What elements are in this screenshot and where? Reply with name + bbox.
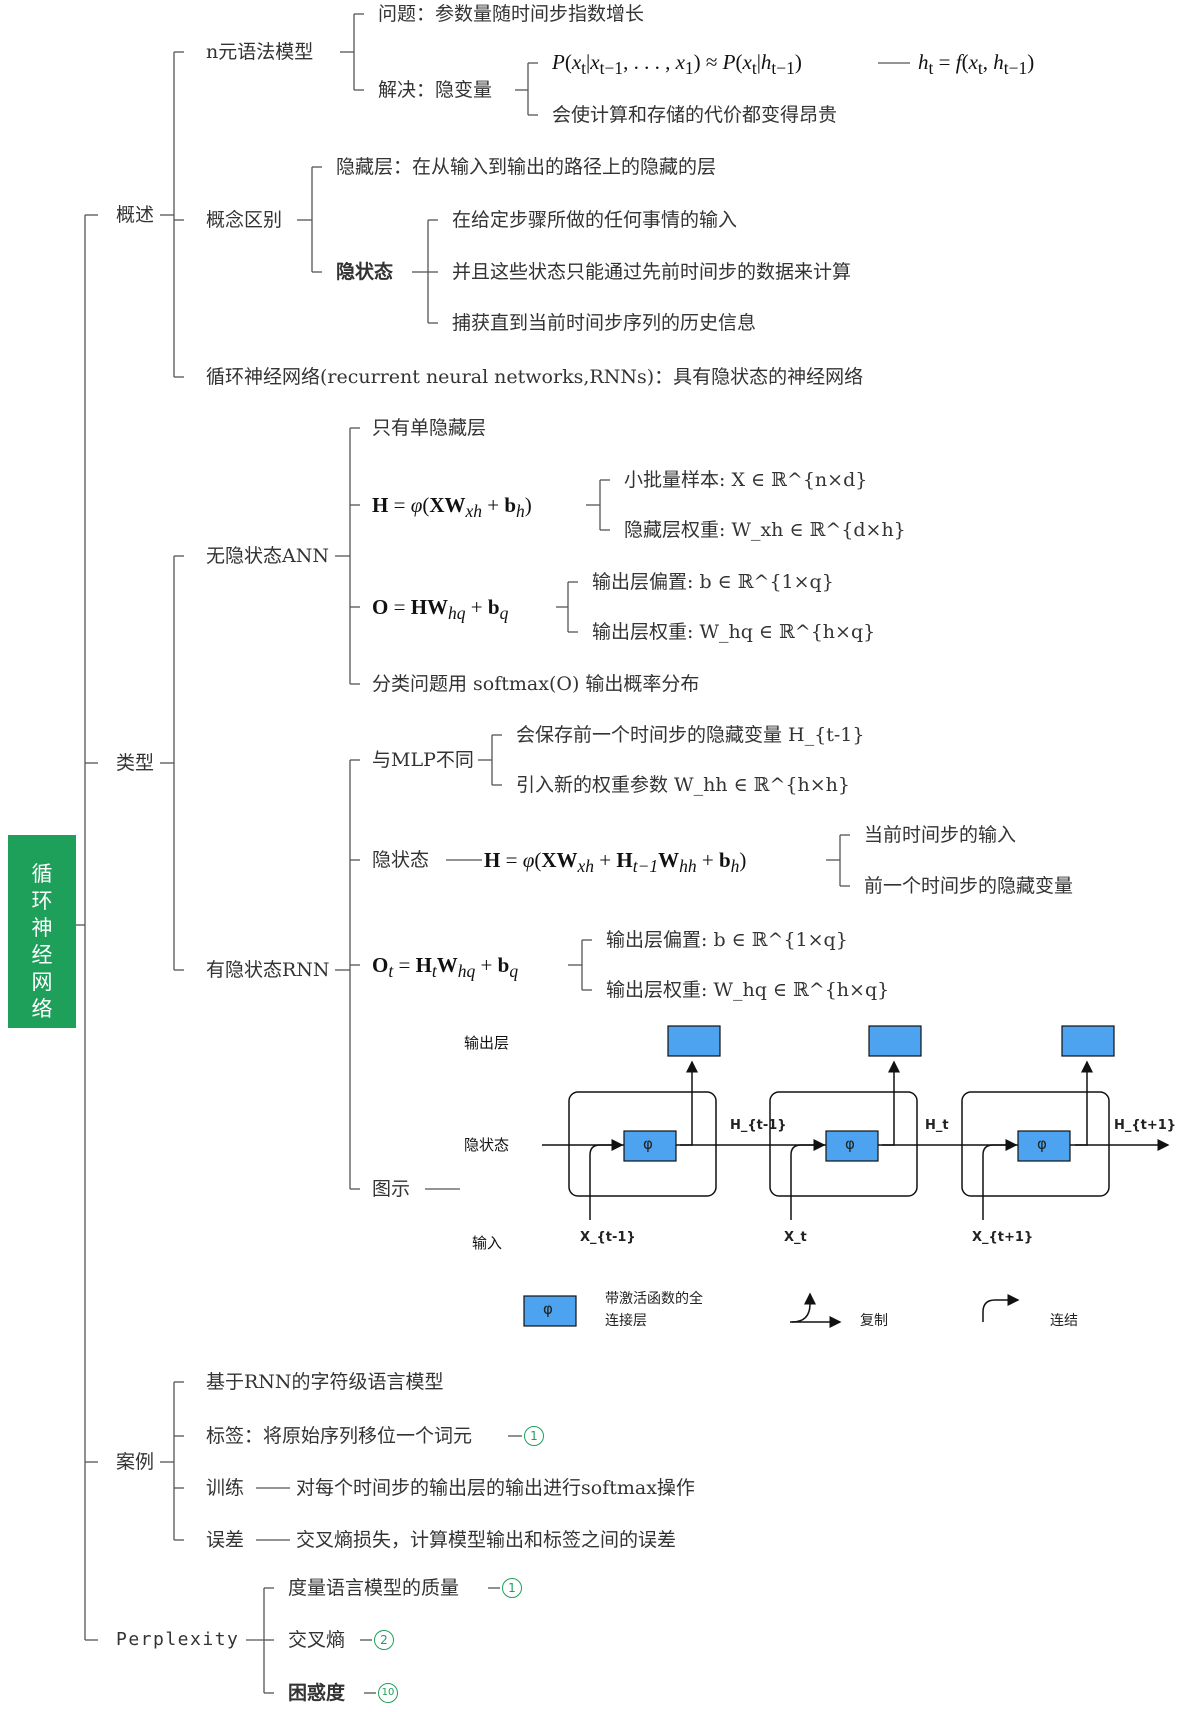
rnn-figure-node[interactable]: 图示 xyxy=(372,1178,411,1200)
train-desc[interactable]: 对每个时间步的输出层的输出进行softmax操作 xyxy=(296,1477,695,1499)
fig-row-output: 输出层 xyxy=(464,1034,510,1052)
perplexity-node[interactable]: Perplexity xyxy=(116,1629,240,1650)
note-badge[interactable]: 10 xyxy=(378,1683,398,1703)
ann-o-formula[interactable]: O = HWhq + bq xyxy=(372,595,509,624)
legend-concat-label: 连结 xyxy=(1050,1313,1078,1329)
ngram-formula-h[interactable]: ht = f(xt, ht−1) xyxy=(918,50,1035,79)
h-label: H_{t+1} xyxy=(1114,1118,1177,1133)
concepts-node[interactable]: 概念区别 xyxy=(206,209,283,231)
note-badge[interactable]: 2 xyxy=(374,1630,394,1650)
hidden-state-item[interactable]: 并且这些状态只能通过先前时间步的数据来计算 xyxy=(452,261,852,283)
h-label: H_t xyxy=(925,1118,949,1133)
rnn-hs-item[interactable]: 当前时间步的输入 xyxy=(864,824,1017,846)
root-node[interactable]: 循环神经网络 xyxy=(8,835,76,1028)
root-label: 循环神经网络 xyxy=(31,862,53,1021)
x-label: X_{t+1} xyxy=(972,1230,1034,1245)
types-node[interactable]: 类型 xyxy=(116,752,155,774)
note-badge[interactable]: 1 xyxy=(524,1426,544,1446)
perplexity-item[interactable]: 困惑度 xyxy=(288,1682,346,1704)
rnn-o-item[interactable]: 输出层偏置: b ∈ ℝ^{1×q} xyxy=(606,929,848,951)
hidden-state-item[interactable]: 在给定步骤所做的任何事情的输入 xyxy=(452,209,738,231)
rnn-node[interactable]: 有隐状态RNN xyxy=(206,959,330,981)
rnn-o-item[interactable]: 输出层权重: W_hq ∈ ℝ^{h×q} xyxy=(606,979,890,1001)
hidden-state-node[interactable]: 隐状态 xyxy=(336,261,394,283)
ngram-cost[interactable]: 会使计算和存储的代价都变得昂贵 xyxy=(552,104,838,126)
ann-single-layer[interactable]: 只有单隐藏层 xyxy=(372,417,487,439)
ann-h-formula[interactable]: H = φ(XWxh + bh) xyxy=(372,493,532,522)
ann-o-item[interactable]: 输出层权重: W_hq ∈ ℝ^{h×q} xyxy=(592,621,876,643)
ann-node[interactable]: 无隐状态ANN xyxy=(206,545,329,567)
ngram-formula[interactable]: P(xt|xt−1, . . . , x1) ≈ P(xt|ht−1) xyxy=(552,50,802,79)
train-node[interactable]: 训练 xyxy=(206,1477,245,1499)
ann-h-item[interactable]: 小批量样本: X ∈ ℝ^{n×d} xyxy=(624,469,868,491)
ngram-node[interactable]: n元语法模型 xyxy=(206,41,314,63)
cases-node[interactable]: 案例 xyxy=(116,1451,155,1473)
perplexity-item[interactable]: 交叉熵 xyxy=(288,1629,346,1651)
overview-node[interactable]: 概述 xyxy=(116,204,155,226)
h-label: H_{t-1} xyxy=(730,1118,787,1133)
note-badge[interactable]: 1 xyxy=(502,1578,522,1598)
legend-copy-label: 复制 xyxy=(860,1313,888,1329)
ann-softmax[interactable]: 分类问题用 softmax(O) 输出概率分布 xyxy=(372,673,700,695)
error-node[interactable]: 误差 xyxy=(206,1529,245,1551)
perplexity-item[interactable]: 度量语言模型的质量 xyxy=(288,1577,460,1599)
case-item[interactable]: 基于RNN的字符级语言模型 xyxy=(206,1371,444,1393)
phi-label: φ xyxy=(845,1135,855,1153)
rnn-hs-item[interactable]: 前一个时间步的隐藏变量 xyxy=(864,875,1074,897)
hidden-state-item[interactable]: 捕获直到当前时间步序列的历史信息 xyxy=(452,312,757,334)
legend-fc-label: 带激活函数的全连接层 xyxy=(605,1291,703,1329)
rnn-definition[interactable]: 循环神经网络(recurrent neural networks,RNNs)：具… xyxy=(206,366,864,388)
rnn-diff-node[interactable]: 与MLP不同 xyxy=(372,749,474,771)
rnn-diff-item[interactable]: 会保存前一个时间步的隐藏变量 H_{t-1} xyxy=(516,724,865,746)
rnn-o-formula[interactable]: Ot = HtWhq + bq xyxy=(372,953,519,982)
ann-h-item[interactable]: 隐藏层权重: W_xh ∈ ℝ^{d×h} xyxy=(624,519,906,541)
error-desc[interactable]: 交叉熵损失，计算模型输出和标签之间的误差 xyxy=(296,1529,677,1551)
fig-row-hidden: 隐状态 xyxy=(464,1136,510,1154)
x-label: X_{t-1} xyxy=(580,1230,636,1245)
phi-label: φ xyxy=(643,1135,653,1153)
ann-o-item[interactable]: 输出层偏置: b ∈ ℝ^{1×q} xyxy=(592,571,834,593)
x-label: X_t xyxy=(784,1230,807,1245)
legend-phi-label: φ xyxy=(543,1300,553,1318)
rnn-diff-item[interactable]: 引入新的权重参数 W_hh ∈ ℝ^{h×h} xyxy=(516,774,850,796)
rnn-hidden-state-node[interactable]: 隐状态 xyxy=(372,849,430,871)
rnn-hs-formula[interactable]: H = φ(XWxh + Ht−1Whh + bh) xyxy=(484,848,747,877)
fig-row-input: 输入 xyxy=(472,1234,503,1252)
phi-label: φ xyxy=(1037,1135,1047,1153)
ngram-problem[interactable]: 问题：参数量随时间步指数增长 xyxy=(378,3,645,25)
case-item[interactable]: 标签：将原始序列移位一个词元 xyxy=(206,1425,473,1447)
hidden-layer-def[interactable]: 隐藏层：在从输入到输出的路径上的隐藏的层 xyxy=(336,156,717,178)
ngram-solution[interactable]: 解决：隐变量 xyxy=(378,79,493,101)
